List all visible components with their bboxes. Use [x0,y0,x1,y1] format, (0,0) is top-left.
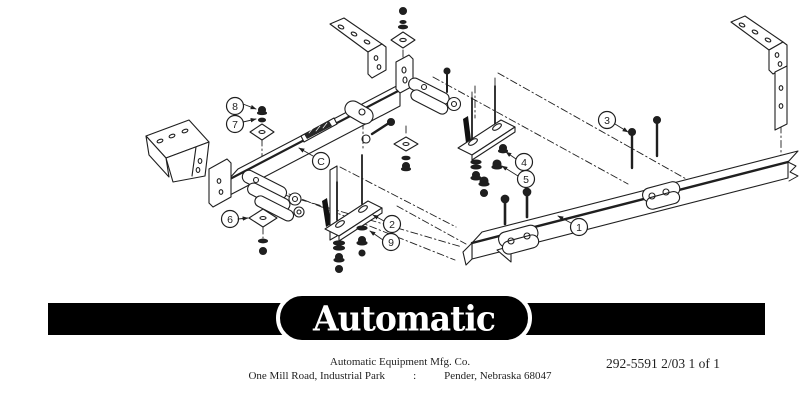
footer-doc-number: 292-5591 2/03 1 of 1 [606,356,720,371]
footer-address-left: One Mill Road, Industrial Park [248,370,386,382]
hardware-stack-6 [249,209,277,255]
svg-text:7: 7 [232,119,238,131]
rail-middle-lug [342,98,376,127]
callout-5: 5 [502,166,535,188]
callout-9: 9 [370,231,400,251]
left-frame-bracket [146,120,209,182]
exploded-diagram: 8 7 C 6 2 9 4 [0,0,800,292]
svg-text:9: 9 [388,237,394,249]
footer-address-separator: : [413,370,417,382]
callout-4: 4 [506,152,533,171]
crossbar-left-clevis [497,224,540,256]
svg-text:3: 3 [604,115,610,127]
diagonal-bolt-and-clip [362,68,450,143]
crossbar [463,117,798,266]
mounting-plate-center [322,155,382,273]
callout-2: 2 [373,215,401,233]
rail-label [301,118,337,142]
crossbar-right-bolts [629,117,661,169]
footer-address: One Mill Road, Industrial Park: Pender, N… [0,370,800,382]
svg-text:1: 1 [576,222,582,234]
svg-text:C: C [317,156,325,168]
company-logo: Automatic [312,297,496,339]
svg-text:6: 6 [227,214,233,226]
logo-capsule: Automatic [276,292,532,344]
l-bracket-top-right [731,16,787,130]
mounting-plate-right [458,86,515,197]
l-bracket-top-center [330,18,386,78]
callout-8: 8 [227,98,257,115]
svg-text:8: 8 [232,101,238,113]
hardware-stack-top [391,8,415,49]
hardware-stack-rail-right [394,137,418,171]
callout-1: 1 [558,216,588,236]
crossbar-right-clevis [641,180,681,210]
svg-text:5: 5 [523,174,529,186]
footer-address-right: Pender, Nebraska 68047 [444,370,552,382]
svg-text:4: 4 [521,157,527,169]
footer-company-name: Automatic Equipment Mfg. Co. [329,356,471,368]
callout-7: 7 [227,116,257,133]
hardware-stack-8-7 [250,107,274,141]
svg-text:2: 2 [389,219,395,231]
rail-right-clevis [396,55,461,116]
rail-left-clevis [209,159,304,223]
callouts: 8 7 C 6 2 9 4 [222,98,629,251]
callout-3: 3 [599,112,629,133]
crossbar-left-bolts [501,188,531,224]
phantom-lines [230,50,781,260]
callout-C: C [299,148,330,170]
callout-6: 6 [222,211,249,228]
